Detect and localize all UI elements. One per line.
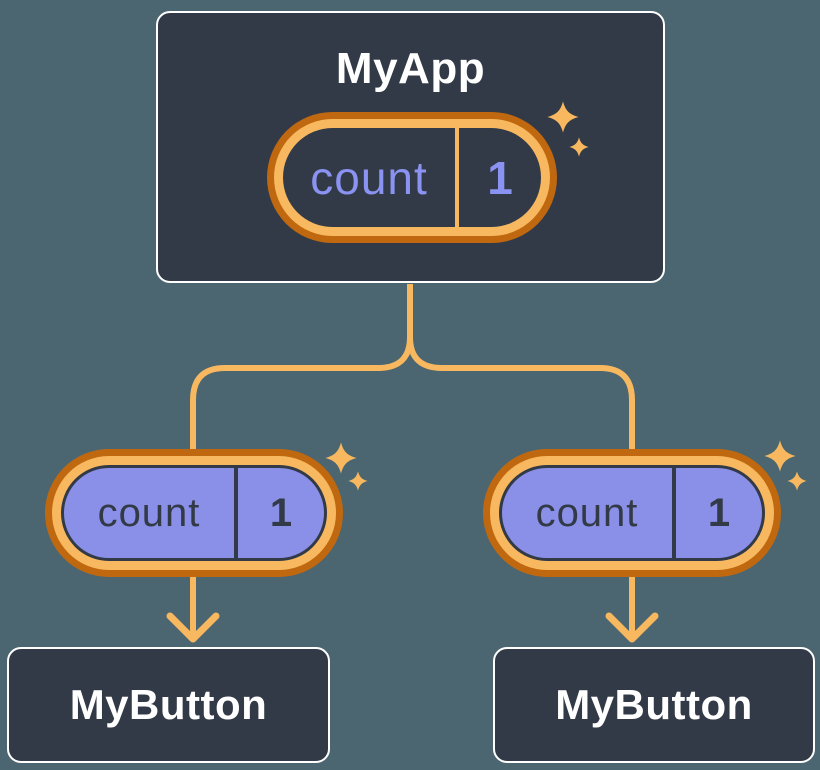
state-pill-right: count 1 bbox=[483, 449, 781, 577]
state-pill-left: count 1 bbox=[45, 449, 343, 577]
state-pill-root: count 1 bbox=[267, 112, 557, 243]
state-pill-left-ring: count 1 bbox=[52, 456, 336, 570]
sparkle-icon-left-small bbox=[348, 471, 368, 491]
node-mybutton-right: MyButton bbox=[493, 647, 815, 763]
node-myapp-title: MyApp bbox=[335, 44, 486, 93]
state-value-left: 1 bbox=[234, 468, 324, 558]
sparkle-icon-right-large bbox=[764, 440, 796, 472]
arrow-down-icon-left bbox=[166, 612, 220, 643]
state-value-right: 1 bbox=[672, 468, 762, 558]
arrow-down-icon-right bbox=[605, 612, 659, 643]
state-pill-right-ring: count 1 bbox=[490, 456, 774, 570]
node-mybutton-left: MyButton bbox=[7, 647, 330, 763]
sparkle-icon-left-large bbox=[325, 442, 357, 474]
state-name-left: count bbox=[97, 490, 201, 535]
state-name-root: count bbox=[310, 151, 428, 204]
state-name-right: count bbox=[535, 490, 639, 535]
sparkle-icon-right-small bbox=[787, 471, 807, 491]
node-mybutton-left-title: MyButton bbox=[69, 681, 268, 728]
state-pill-root-ring: count 1 bbox=[274, 119, 550, 236]
node-mybutton-right-title: MyButton bbox=[555, 681, 753, 728]
state-value-root: 1 bbox=[455, 128, 541, 227]
